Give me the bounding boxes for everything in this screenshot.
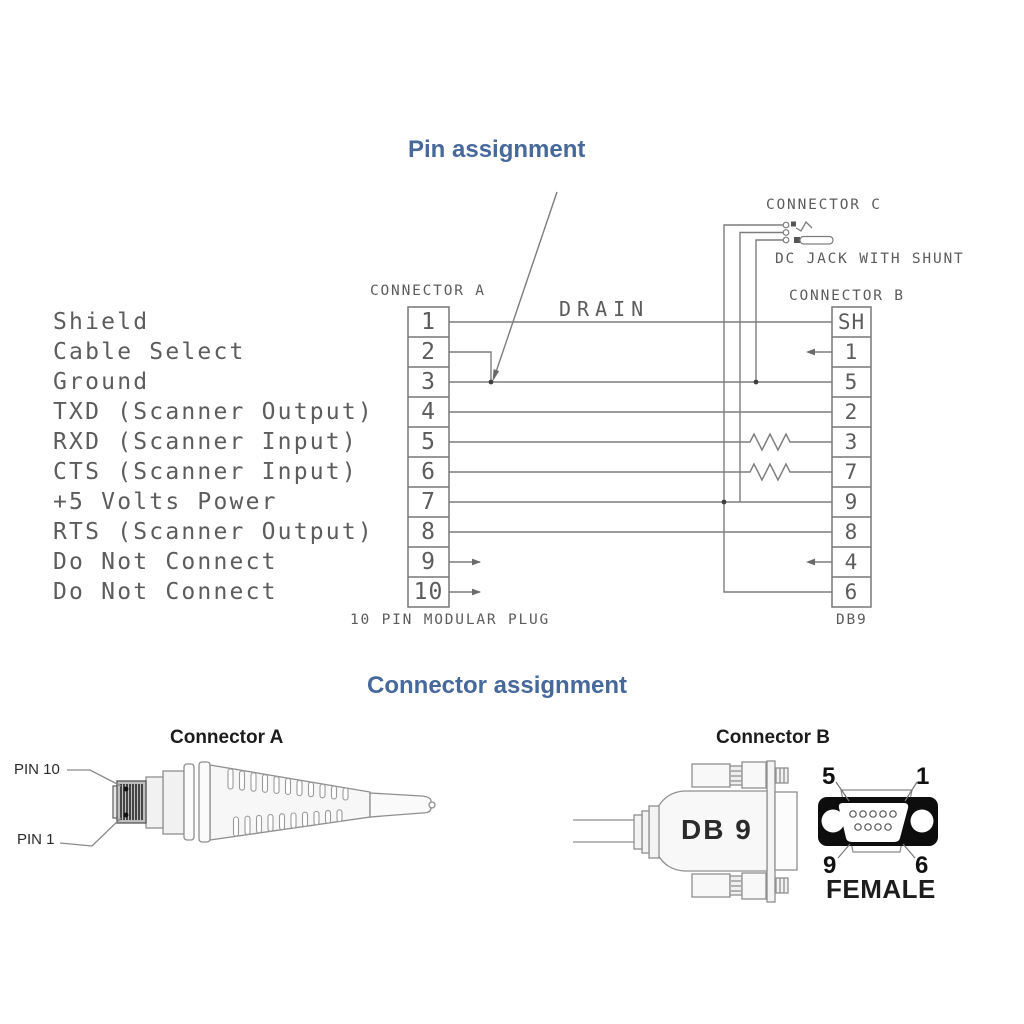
a-pin-3: 3 xyxy=(421,369,436,395)
resistor-2 xyxy=(449,462,832,482)
connector-b-box xyxy=(831,306,872,608)
connector-a-drawing xyxy=(59,761,436,847)
resistor-1 xyxy=(449,432,832,452)
connector-b-label: CONNECTOR B xyxy=(789,288,905,304)
db9-corner-9: 9 xyxy=(823,852,837,879)
b-pin-1: 1 xyxy=(844,340,859,364)
db9-side-text: DB 9 xyxy=(681,814,753,845)
signal-label-rts: RTS (Scanner Output) xyxy=(53,519,374,545)
dc-jack-icon xyxy=(782,220,834,245)
connector-a-box xyxy=(407,306,450,608)
db9-corner-6: 6 xyxy=(915,852,929,879)
connector-a-drawing-title: Connector A xyxy=(170,727,284,748)
db9-label: DB9 xyxy=(836,612,868,628)
pin-assignment-title: Pin assignment xyxy=(408,136,586,163)
b-pin-3: 3 xyxy=(844,430,859,454)
signal-label-rxd: RXD (Scanner Input) xyxy=(53,429,358,455)
signal-label-txd: TXD (Scanner Output) xyxy=(53,399,374,425)
a-pin-4: 4 xyxy=(421,399,436,425)
a-pin-5: 5 xyxy=(421,429,436,455)
a-pin-1: 1 xyxy=(421,309,436,335)
signal-label-ground: Ground xyxy=(53,369,150,395)
modular-plug-label: 10 PIN MODULAR PLUG xyxy=(350,612,551,628)
a-pin-7: 7 xyxy=(421,489,436,515)
signal-label-shield: Shield xyxy=(53,309,150,335)
signal-label-cts: CTS (Scanner Input) xyxy=(53,459,358,485)
connector-b-side-drawing xyxy=(573,760,798,903)
b-pin-9: 9 xyxy=(844,490,859,514)
pin1-label: PIN 1 xyxy=(17,831,55,848)
connector-c-label: CONNECTOR C xyxy=(766,197,882,213)
db9-corner-5: 5 xyxy=(822,763,836,790)
db9-front-view xyxy=(818,781,938,859)
arrowheads xyxy=(472,348,815,596)
connector-a-label: CONNECTOR A xyxy=(370,283,486,299)
a-pin-8: 8 xyxy=(421,519,436,545)
b-pin-sh: SH xyxy=(837,310,866,334)
signal-label-nc1: Do Not Connect xyxy=(53,549,278,575)
a-pin-9: 9 xyxy=(421,549,436,575)
dc-jack-label: DC JACK WITH SHUNT xyxy=(775,251,965,267)
a-pin-2: 2 xyxy=(421,339,436,365)
b-pin-2: 2 xyxy=(844,400,859,424)
junction-dots xyxy=(488,379,759,505)
a-pin-6: 6 xyxy=(421,459,436,485)
connector-assignment-title: Connector assignment xyxy=(367,672,628,699)
b-pin-6: 6 xyxy=(844,580,859,604)
b-pin-8: 8 xyxy=(844,520,859,544)
drain-label: DRAIN xyxy=(559,297,650,321)
signal-label-power: +5 Volts Power xyxy=(53,489,278,515)
b-pin-4: 4 xyxy=(844,550,859,574)
signal-label-nc2: Do Not Connect xyxy=(53,579,278,605)
b-pin-7: 7 xyxy=(844,460,859,484)
wires xyxy=(449,224,832,593)
pin10-label: PIN 10 xyxy=(14,761,60,778)
female-label: FEMALE xyxy=(826,874,936,904)
connector-b-drawing-title: Connector B xyxy=(716,727,830,748)
a-pin-10: 10 xyxy=(413,579,444,605)
db9-corner-1: 1 xyxy=(916,763,930,790)
leader-arrow xyxy=(492,191,558,382)
b-pin-5: 5 xyxy=(844,370,859,394)
signal-label-cable-select: Cable Select xyxy=(53,339,246,365)
